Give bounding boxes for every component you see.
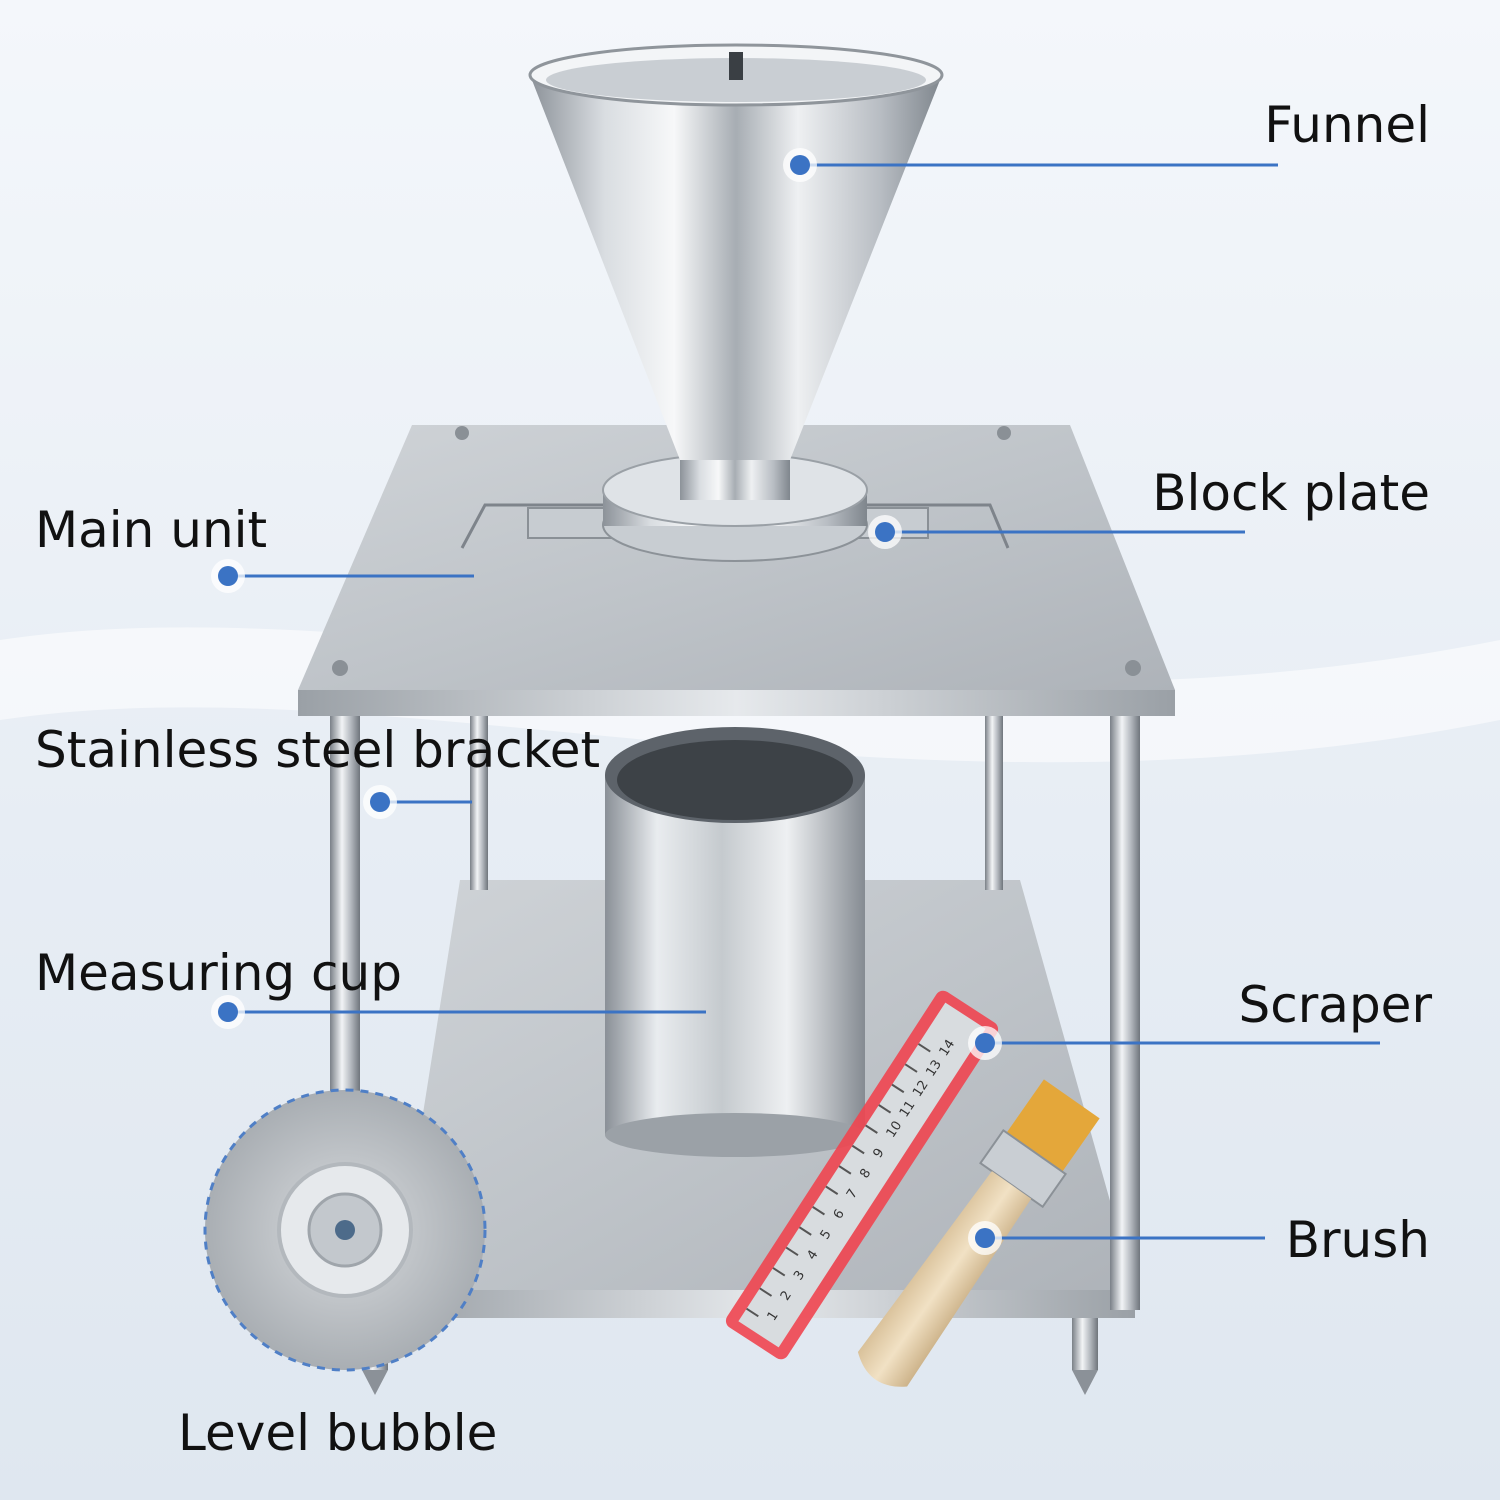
- funnel-stem: [680, 455, 790, 500]
- label-stainless-steel-bracket: Stainless steel bracket: [35, 721, 601, 779]
- level-bubble: [335, 1220, 355, 1240]
- label-main-unit: Main unit: [35, 501, 268, 559]
- foot-right-tip: [1072, 1370, 1098, 1395]
- screw: [455, 426, 469, 440]
- ruler-tick: [904, 1063, 918, 1073]
- cup-inner: [617, 740, 853, 820]
- label-funnel: Funnel: [1264, 96, 1430, 154]
- leader-dot-block-plate: [875, 522, 895, 542]
- screw: [997, 426, 1011, 440]
- label-level-bubble: Level bubble: [178, 1404, 498, 1462]
- ruler-tick: [812, 1206, 825, 1216]
- cup-body: [605, 775, 865, 1135]
- scraper-steel: [738, 1002, 986, 1348]
- ruler-tick: [798, 1226, 812, 1236]
- leg-back-left: [470, 700, 488, 890]
- screw: [1125, 660, 1141, 676]
- ruler-tick: [772, 1267, 786, 1277]
- leader-dot-brush: [975, 1228, 995, 1248]
- ruler-tick: [825, 1185, 839, 1195]
- leader-dot-main-unit: [218, 566, 238, 586]
- leader-dot-stainless-steel-bracket: [370, 792, 390, 812]
- funnel-cone: [530, 75, 942, 460]
- leg-back-right: [985, 700, 1003, 890]
- label-block-plate: Block plate: [1152, 464, 1430, 522]
- foot-right: [1072, 1318, 1098, 1370]
- cup-bottom: [605, 1113, 865, 1157]
- leader-dot-measuring-cup: [218, 1002, 238, 1022]
- label-brush: Brush: [1285, 1211, 1430, 1269]
- leader-dot-scraper: [975, 1033, 995, 1053]
- ruler-tick: [851, 1144, 865, 1155]
- leg-front-right: [1110, 700, 1140, 1310]
- ruler-tick: [891, 1083, 905, 1094]
- ruler-tick: [759, 1287, 773, 1297]
- leader-dot-funnel: [790, 155, 810, 175]
- foot-left-tip: [362, 1370, 388, 1395]
- ruler-tick: [746, 1307, 759, 1318]
- top-plate-edge: [298, 690, 1175, 716]
- ruler-tick: [917, 1043, 931, 1053]
- funnel-seam: [729, 52, 743, 80]
- screw: [332, 660, 348, 676]
- ruler-tick: [838, 1165, 852, 1175]
- ruler-tick: [878, 1104, 892, 1114]
- ruler-tick: [785, 1246, 799, 1257]
- label-measuring-cup: Measuring cup: [35, 944, 402, 1002]
- ruler-tick: [865, 1124, 878, 1134]
- label-scraper: Scraper: [1238, 976, 1432, 1034]
